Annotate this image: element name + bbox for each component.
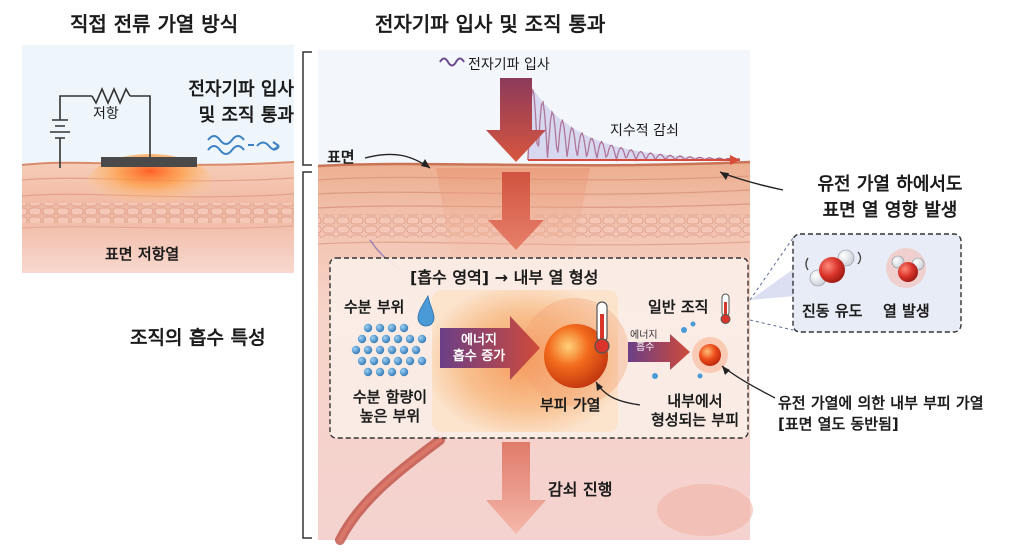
thermometer-icon-small (720, 293, 731, 324)
internal-line1: 내부에서 (667, 392, 723, 410)
water-dot (417, 334, 427, 344)
small-heating-ball (699, 344, 721, 366)
left-heat-spot (88, 154, 212, 210)
small-energy-line2: 흡수 (636, 342, 655, 353)
resistor-label: 저항 (93, 106, 119, 122)
water-dot (357, 334, 367, 344)
water-dots (351, 323, 427, 377)
left-cell-layer (22, 203, 294, 223)
high-water-line1: 수분 함량이 (352, 388, 428, 406)
water-dot (387, 367, 397, 377)
water-dot (351, 345, 361, 355)
energy-arrow-line1: 에너지 (461, 333, 497, 348)
bracket-top (302, 51, 312, 166)
water-dot (399, 367, 409, 377)
main-panel (302, 50, 784, 545)
water-dot (363, 345, 373, 355)
resistor-icon (91, 86, 131, 106)
water-dot (375, 367, 385, 377)
molecule-box (749, 233, 962, 333)
high-water-label: 수분 함량이 높은 부위 (346, 388, 434, 426)
internal-line2: 형성되는 부피 (650, 411, 740, 429)
surface-effect-label: 유전 가열 하에서도 표면 열 영향 발생 (790, 170, 990, 222)
water-dot (387, 345, 397, 355)
absorption-box-title: [흡수 영역] → 내부 열 형성 (410, 268, 599, 287)
incident-arrow (486, 78, 546, 162)
bracket-bottom (302, 171, 312, 539)
internal-volume-label: 내부에서 형성되는 부피 (640, 392, 750, 430)
small-energy-arrow (628, 334, 690, 370)
decay-label: 지수적 감쇠 (610, 123, 679, 139)
main-skin-surface (317, 160, 751, 168)
energy-arrow-label: 에너지 흡수 증가 (444, 333, 514, 365)
energy-arrow (440, 316, 540, 380)
water-dot (399, 345, 409, 355)
incident-wave-icon (439, 57, 465, 67)
water-dot (417, 356, 427, 366)
surface-heat-label: 표면 저항열 (105, 245, 180, 263)
small-energy-label: 에너지 흡수 (630, 330, 670, 354)
water-dot (375, 323, 385, 333)
heated-molecule-icon (886, 248, 926, 288)
water-dot (369, 356, 379, 366)
left-wave-label: 전자기파 입사 및 조직 통과 (176, 75, 294, 127)
wave-icon (207, 135, 245, 145)
left-wave-label-line2: 및 조직 통과 (198, 105, 294, 126)
water-drop-icon (417, 294, 435, 327)
thermometer-icon (594, 301, 610, 354)
surface-effect-line2: 표면 열 영향 발생 (822, 200, 958, 221)
left-wave-label-line1: 전자기파 입사 (188, 79, 294, 100)
main-upper-background (318, 50, 750, 168)
energy-arrow-line2: 흡수 증가 (452, 349, 506, 364)
surface-effect-line1: 유전 가열 하에서도 (817, 174, 963, 195)
small-energy-line1: 에너지 (630, 330, 658, 341)
left-panel (21, 45, 295, 273)
water-dot (363, 323, 373, 333)
main-panel-title: 전자기파 입사 및 조직 통과 (375, 12, 606, 36)
dielectric-note-line2: [표면 열도 동반됨] (778, 415, 899, 433)
absorption-label: 조직의 흡수 특성 (130, 327, 266, 349)
heat-label: 열 발생 (883, 302, 930, 320)
water-dot (405, 334, 415, 344)
water-dot (375, 345, 385, 355)
high-water-line2: 높은 부위 (359, 407, 421, 425)
decay-envelope (528, 82, 740, 160)
volume-heating-label: 부피 가열 (540, 396, 601, 414)
electrode-plate (101, 157, 197, 167)
attenuation-label: 감쇠 진행 (548, 480, 613, 499)
surface-label: 표면 (327, 148, 355, 166)
water-dot (393, 356, 403, 366)
water-dot (399, 323, 409, 333)
penetration-arrow (488, 172, 544, 250)
water-dot (363, 367, 373, 377)
water-dot (381, 334, 391, 344)
water-site-label: 수분 부위 (344, 298, 405, 316)
battery-icon (50, 119, 70, 139)
circuit-wire-right (130, 95, 151, 157)
normal-tissue-label: 일반 조직 (648, 298, 709, 316)
attenuation-arrow (486, 442, 546, 534)
dielectric-note-line1: 유전 가열에 의한 내부 부피 가열 (778, 394, 984, 412)
water-dot (369, 334, 379, 344)
dielectric-note: 유전 가열에 의한 내부 부피 가열 [표면 열도 동반됨] (778, 393, 984, 435)
vibration-label: 진동 유도 (802, 302, 863, 320)
water-dot (411, 345, 421, 355)
water-dot (357, 356, 367, 366)
water-dot (381, 356, 391, 366)
left-panel-title: 직접 전류 가열 방식 (70, 12, 239, 36)
incident-label: 전자기파 입사 (468, 57, 550, 73)
water-dot (405, 356, 415, 366)
volume-heating-ball (544, 324, 608, 388)
water-dot (387, 323, 397, 333)
water-dot (393, 334, 403, 344)
water-molecule-icon (805, 249, 862, 287)
